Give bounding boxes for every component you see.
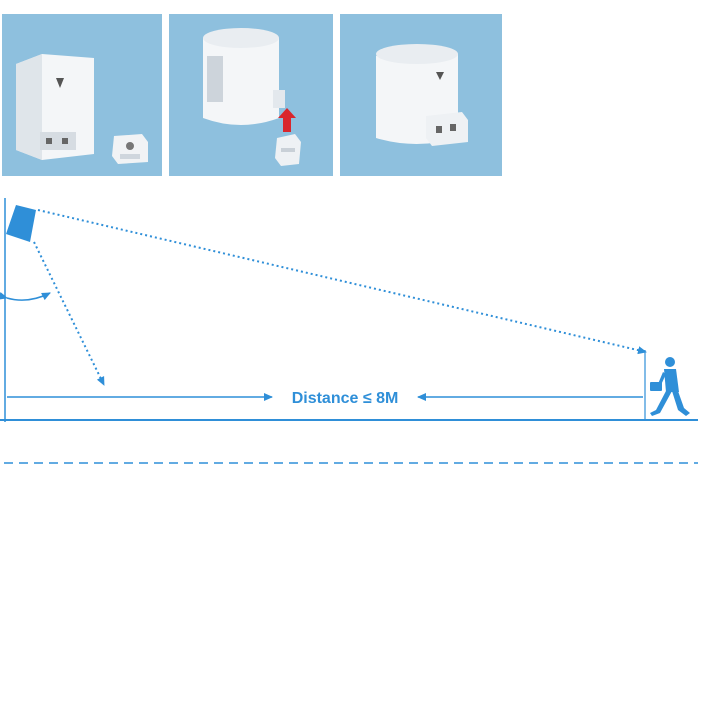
bracket-icon	[426, 112, 468, 146]
walking-person-icon	[650, 357, 690, 416]
sensor-icon	[6, 205, 36, 242]
photo-bracket-attaching	[169, 14, 333, 176]
long-detection-ray	[37, 209, 647, 355]
photo-sensor-and-bracket	[2, 14, 162, 176]
bracket-icon	[275, 134, 301, 166]
sensor-body-icon	[203, 28, 285, 125]
red-arrow-icon	[278, 108, 296, 132]
photo-bracket-attached	[340, 14, 502, 176]
distance-label: Distance ≤ 8M	[292, 390, 399, 407]
bracket-icon	[112, 134, 148, 164]
sensor-body-icon	[16, 54, 94, 160]
down-detection-ray	[33, 241, 105, 386]
angle-arc	[0, 291, 51, 301]
